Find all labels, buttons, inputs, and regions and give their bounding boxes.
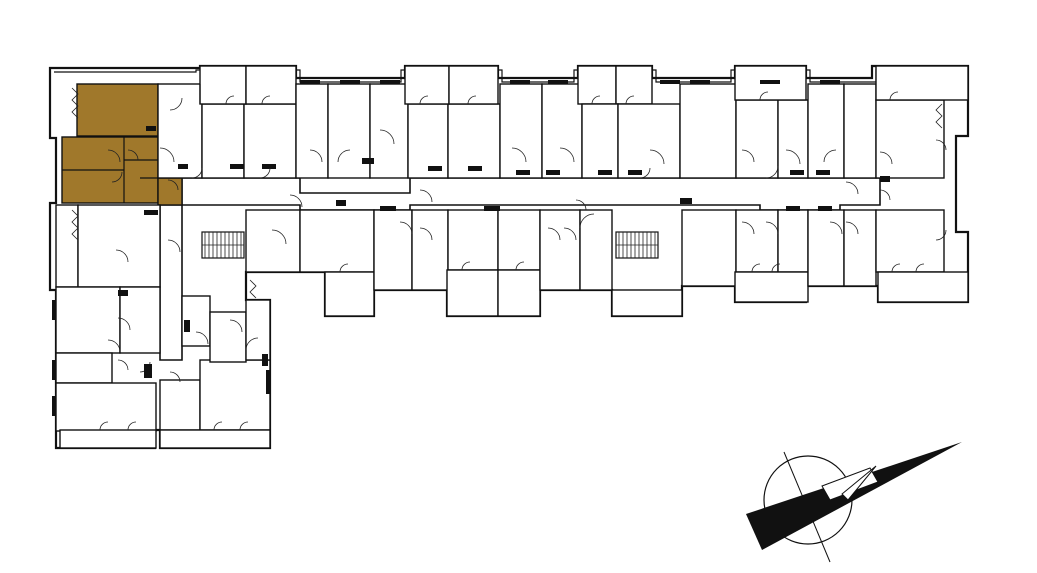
north-arrow (746, 442, 962, 563)
rooms-upper-middle (295, 65, 737, 179)
rooms-lower-right (734, 176, 969, 303)
corridor-doors (167, 165, 891, 253)
rooms-upper-right (734, 65, 969, 179)
staircase-right (615, 231, 659, 259)
staircase-left (201, 231, 245, 259)
rooms-upper-left (157, 65, 297, 179)
rooms-lower-left (52, 204, 271, 449)
rooms-lower-middle (245, 198, 737, 317)
selected-apartment[interactable] (61, 83, 183, 206)
